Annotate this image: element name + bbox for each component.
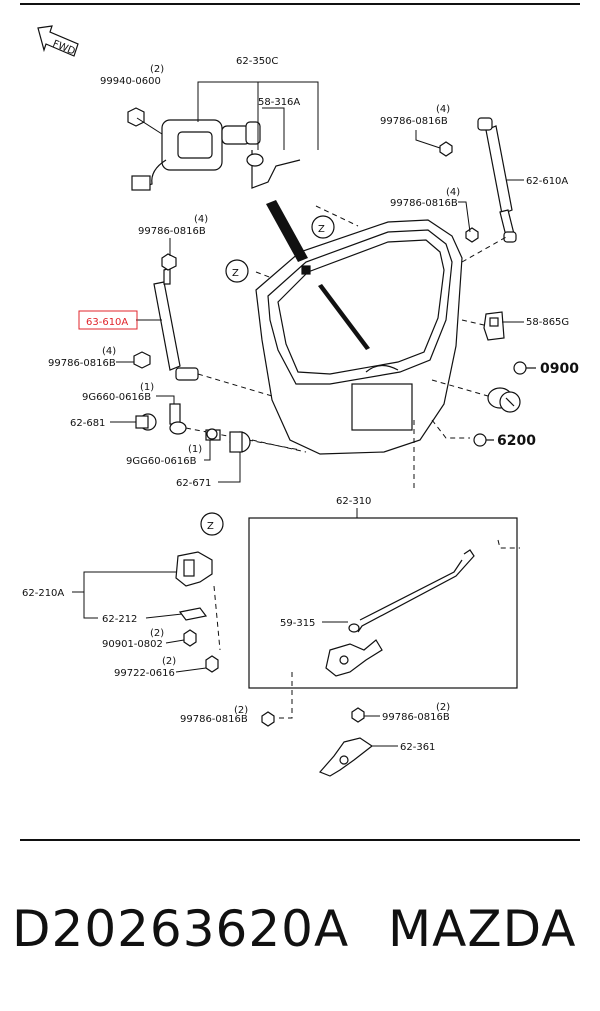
leader-62-671 [218, 452, 241, 483]
label-58-865g: 58-865G [526, 317, 569, 328]
hinge-bracket-part [483, 311, 505, 341]
lock-rod-assembly-part [357, 549, 475, 633]
brand-name: MAZDA [388, 900, 577, 958]
key-6200-icon [473, 433, 494, 447]
label-62-210a: 62-210A [22, 588, 64, 599]
qty-99786-5: (2) [234, 705, 248, 716]
label-6200: 6200 [497, 433, 536, 449]
gas-strut-right-part [439, 117, 517, 243]
label-99786-0816b-1: 99786-0816B [380, 116, 448, 127]
leader-62-210a [72, 571, 176, 593]
qty-99786-1: (4) [436, 104, 450, 115]
bumper-stop-parts [135, 403, 251, 453]
part-number: D20263620A [12, 900, 350, 958]
label-62-681: 62-681 [70, 418, 105, 429]
label-90901-0802: 90901-0802 [102, 639, 163, 650]
qty-99786-3: (4) [194, 214, 208, 225]
label-z-3: Z [207, 521, 214, 532]
leader-62-212 [145, 613, 183, 619]
striker-part [261, 707, 374, 777]
qty-9gg60: (1) [188, 444, 202, 455]
label-99786-0816b-2: 99786-0816B [390, 198, 458, 209]
callout-z-2 [225, 259, 249, 283]
label-99786-0816b-4: 99786-0816B [48, 358, 116, 369]
label-99722-0616: 99722-0616 [114, 668, 175, 679]
wiper-arm-part [266, 200, 308, 262]
latch-part [325, 623, 383, 677]
highlight-63-610a [78, 310, 138, 330]
label-9g660-0616b: 9G660-0616B [82, 392, 151, 403]
qty-99940: (2) [150, 64, 164, 75]
label-62-212: 62-212 [102, 614, 137, 625]
label-62-310: 62-310 [336, 496, 371, 507]
qty-99786-2: (4) [446, 187, 460, 198]
label-62-350c: 62-350C [236, 56, 278, 67]
lock-rod-part [251, 150, 301, 189]
qty-9g660: (1) [140, 382, 154, 393]
leader-99940 [136, 117, 163, 135]
liftgate-part [255, 219, 463, 455]
leader-9gg60 [204, 440, 211, 461]
lock-actuator-part [127, 107, 261, 191]
lock-cylinder-part [487, 387, 521, 413]
label-62-361: 62-361 [400, 742, 435, 753]
callout-z-1 [311, 215, 335, 239]
qty-99786-4: (4) [102, 346, 116, 357]
fwd-arrow-icon: FWD [37, 25, 79, 58]
leader-99722 [175, 667, 207, 673]
label-62-671: 62-671 [176, 478, 211, 489]
label-58-316a: 58-316A [258, 97, 300, 108]
label-0900: 0900 [540, 361, 579, 377]
label-z-1: Z [318, 224, 325, 235]
qty-99786-6: (2) [436, 702, 450, 713]
label-62-610a: 62-610A [526, 176, 568, 187]
liftgate-hinge-part [175, 551, 219, 673]
qty-99722: (2) [162, 656, 176, 667]
label-99786-0816b-5: 99786-0816B [180, 714, 248, 725]
wiper-blade-part [318, 284, 370, 350]
leader-99786-1 [415, 130, 441, 149]
label-99786-0816b-6: 99786-0816B [382, 712, 450, 723]
leader-58-316a [262, 107, 285, 150]
qty-90901: (2) [150, 628, 164, 639]
leader-90901 [165, 639, 185, 644]
label-63-610a: 63-610A [86, 317, 128, 328]
label-59-315: 59-315 [280, 618, 315, 629]
key-0900-icon [513, 361, 536, 375]
label-9gg60-0616b: 9GG60-0616B [126, 456, 197, 467]
label-99786-0816b-3: 99786-0816B [138, 226, 206, 237]
leader-9g660 [156, 395, 175, 404]
label-99940-0600: 99940-0600 [100, 76, 161, 87]
footer: D20263620A MAZDA [0, 900, 600, 970]
leader-99786-2 [458, 201, 471, 233]
label-z-2: Z [232, 268, 239, 279]
lock-assembly-box [248, 517, 518, 689]
gas-strut-left-part [133, 253, 199, 381]
dashed-leaders [185, 205, 520, 719]
callout-z-3 [200, 512, 224, 536]
